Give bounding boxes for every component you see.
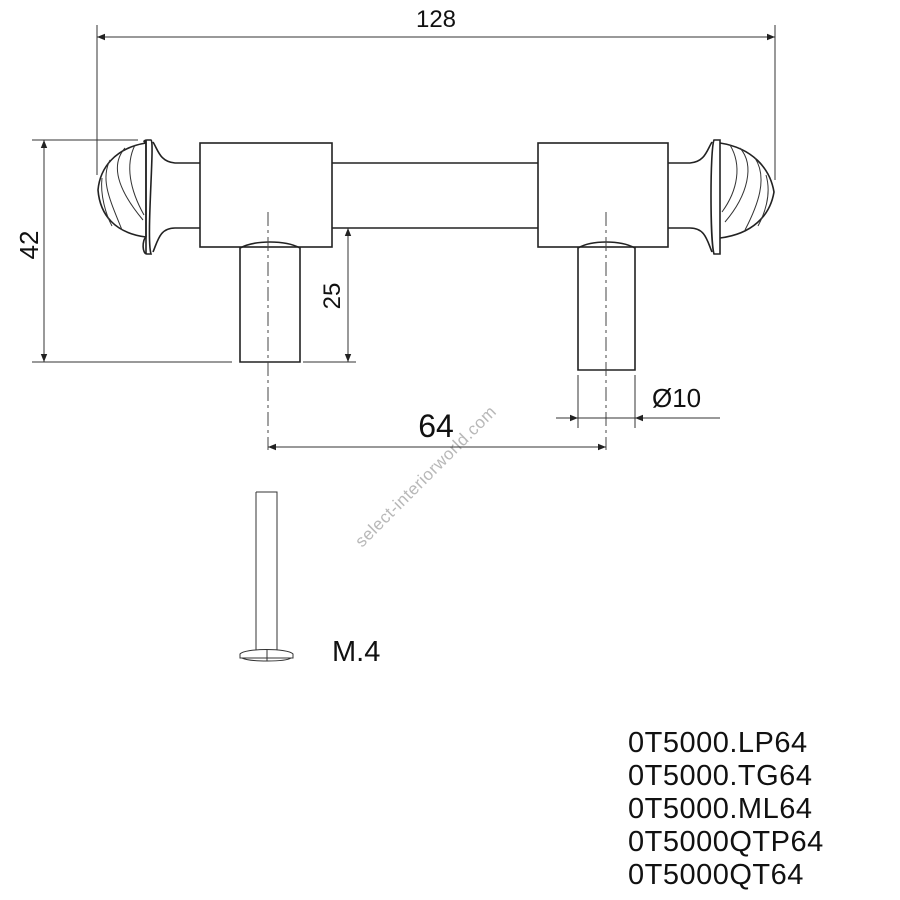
dimension-42: 42 (14, 139, 232, 363)
left-mount-block (199, 142, 333, 248)
screw: M.4 (239, 491, 380, 668)
right-knob (668, 139, 775, 255)
right-mount-block (537, 142, 669, 248)
dim-leg-height: 25 (319, 283, 346, 310)
handle-drawing (97, 139, 775, 450)
part-number: 0T5000.LP64 (628, 727, 808, 759)
dim-height: 42 (14, 231, 44, 260)
part-number-list: 0T5000.LP64 0T5000.TG64 0T5000.ML64 0T50… (628, 727, 824, 891)
screw-label: M.4 (332, 636, 380, 668)
dim-overall-length: 128 (416, 6, 456, 33)
handle-rail (332, 162, 538, 229)
part-number: 0T5000.TG64 (628, 760, 812, 792)
dim-leg-diameter: Ø10 (652, 383, 701, 413)
part-number: 0T5000QT64 (628, 859, 804, 891)
dimension-25: 25 (303, 228, 356, 363)
dimension-128: 128 (96, 6, 776, 180)
left-leg (239, 241, 301, 363)
dim-hole-spacing: 64 (418, 408, 454, 444)
part-number: 0T5000.ML64 (628, 793, 812, 825)
dimension-64: 64 (268, 408, 606, 451)
part-number: 0T5000QTP64 (628, 826, 824, 858)
right-leg (577, 241, 636, 371)
left-knob (97, 139, 200, 255)
dimension-diameter: Ø10 (556, 375, 720, 428)
